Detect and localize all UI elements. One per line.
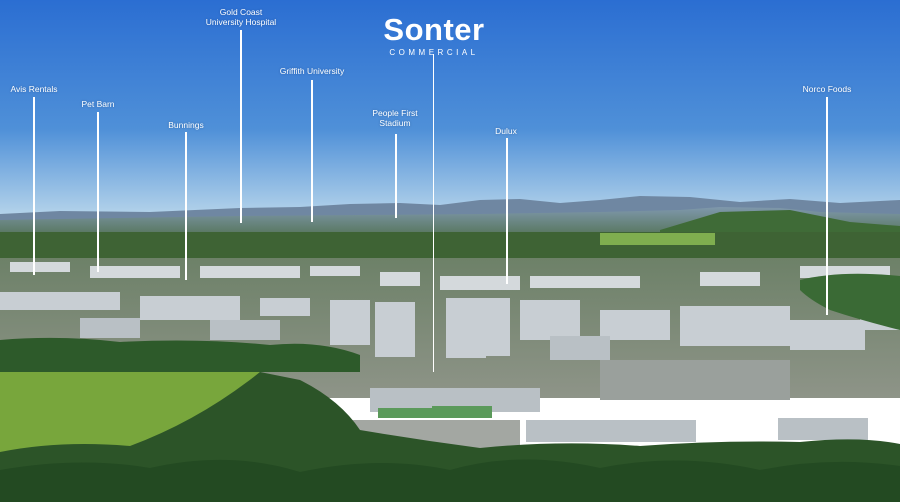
landmark-label-petbarn: Pet Barn [72,99,124,110]
landmark-label-line1: Gold Coast [219,7,263,17]
leader-line-hospital [240,30,242,223]
leader-line-griffith [311,80,313,222]
mid-warehouse-roofs [0,292,900,358]
landmark-label-griffith: Griffith University [262,66,362,77]
leader-line-dulux [506,138,508,284]
landmark-label-line1: Griffith University [279,66,345,76]
leader-line-petbarn [97,112,99,272]
foreground-trees [0,459,900,502]
distant-treeline [0,232,900,262]
left-tree-band [0,337,360,372]
leader-line-stadium [395,134,397,218]
landmark-label-bunnings: Bunnings [160,120,212,131]
landmark-label-line2: Stadium [379,117,411,128]
landmark-label-dulux: Dulux [486,126,526,137]
leader-line-norco [826,97,828,315]
landmark-label-hospital: Gold Coast University Hospital [196,7,286,28]
landmark-label-line1: Dulux [495,126,517,136]
brand-leader-line [432,54,435,372]
leader-line-avis [33,97,35,275]
landmark-label-line1: Norco Foods [802,84,852,94]
landmark-label-norco: Norco Foods [796,84,858,95]
leader-line-bunnings [185,132,187,280]
landmark-label-line1: Pet Barn [81,99,115,109]
landmark-label-stadium: People First Stadium [360,108,430,129]
landmark-label-line2: University Hospital [205,16,277,27]
brand-name: Sonter [383,12,485,47]
landmark-label-line1: Bunnings [168,120,204,130]
landmark-label-avis: Avis Rentals [0,84,68,95]
landmark-label-line1: Avis Rentals [10,84,58,94]
brand-subtitle: COMMERCIAL [389,48,479,57]
right-tree-cluster [800,273,900,330]
landmark-label-line1: People First [372,108,418,118]
sky [0,0,900,215]
far-warehouse-roofs [10,262,890,290]
green-roof-accents [378,406,492,418]
parking-yard [600,360,790,400]
sports-field [600,233,715,245]
